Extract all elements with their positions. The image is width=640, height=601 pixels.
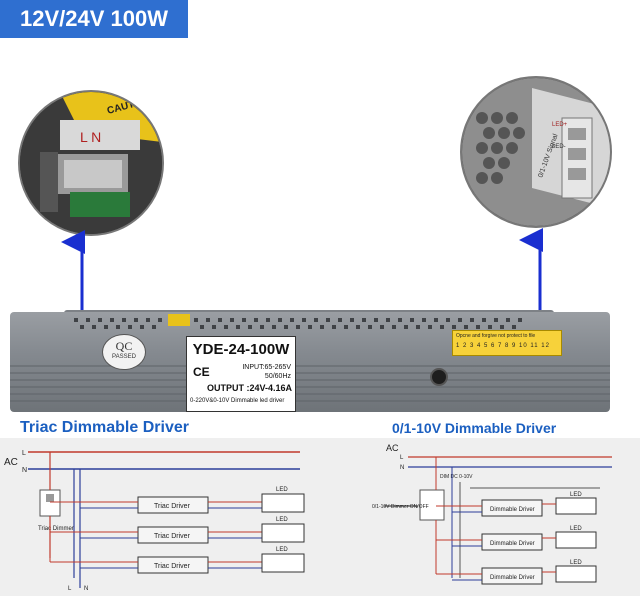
svg-text:Dimmable Driver: Dimmable Driver [490, 541, 535, 547]
sticker-warning: Opcne and forgive not protect to file [456, 333, 536, 339]
right-n-label: N [400, 465, 404, 471]
driver-description: 0-220V&0-10V Dimmable led driver [190, 398, 285, 404]
svg-text:LED: LED [276, 487, 288, 493]
terminal-sticker: Opcne and forgive not protect to file 1 … [452, 330, 562, 356]
wiring-diagrams: AC L N Triac Dimmer Triac Driver LED Tri… [4, 443, 612, 592]
dimmable-driver-1: Dimmable Driver LED [481, 492, 597, 517]
frequency-spec: 50/60Hz [264, 373, 291, 380]
right-ac-label: AC [386, 443, 399, 453]
input-spec: INPUT:65-265V [242, 364, 291, 371]
svg-text:Triac Driver: Triac Driver [154, 533, 191, 540]
ce-mark: CE [193, 365, 210, 379]
terminal-zoom-right-art: 0/1-10V Signal LED+ LED- [462, 78, 610, 226]
left-ac-label: AC [4, 457, 18, 468]
qc-passed-label: PASSED [112, 354, 136, 360]
svg-text:Dimmable Driver: Dimmable Driver [490, 575, 535, 581]
left-n-label: N [22, 467, 27, 474]
led-plus-label: LED+ [552, 122, 568, 128]
svg-text:LED: LED [276, 547, 288, 553]
svg-text:Dimmable Driver: Dimmable Driver [490, 507, 535, 513]
qc-label: QC [115, 339, 133, 353]
triac-dimmer-box [39, 489, 61, 517]
vent-holes [74, 314, 522, 329]
dim-label: DIM DC 0-10V [440, 474, 473, 480]
svg-text:Triac Driver: Triac Driver [154, 563, 191, 570]
triac-dimmer-label: Triac Dimmer [38, 526, 74, 532]
010v-dimmer-label: 0/1-10V Dimmer ON/OFF [372, 504, 429, 510]
svg-text:Triac Driver: Triac Driver [154, 503, 191, 510]
triac-driver-3: Triac Driver LED [137, 547, 305, 574]
output-spec: OUTPUT :24V-4.16A [207, 383, 293, 393]
led-minus-label: LED- [552, 144, 566, 150]
triac-driver-1: Triac Driver LED [137, 487, 305, 514]
model-number: YDE-24-100W [192, 341, 290, 358]
qc-passed-sticker: QC PASSED [102, 334, 146, 370]
terminal-letters: L N [80, 129, 101, 145]
heading-triac: Triac Dimmable Driver [20, 419, 189, 436]
left-bottom-l: L [68, 586, 72, 592]
dimmable-driver-3: Dimmable Driver LED [481, 560, 597, 585]
wiring-diagram-area: AC L N Triac Dimmer Triac Driver LED Tri… [0, 438, 640, 596]
pointer-arrows [61, 228, 543, 310]
svg-text:LED: LED [570, 560, 582, 566]
left-bottom-n: N [84, 586, 88, 592]
side-ribs [10, 365, 610, 402]
010v-dimmer-box [419, 489, 445, 521]
sticker-numbers: 1 2 3 4 5 6 7 8 9 10 11 12 [456, 343, 550, 349]
product-label: YDE-24-100W CE INPUT:65-265V 50/60Hz OUT… [186, 336, 296, 412]
product-banner: 12V/24V 100W [0, 0, 188, 38]
adjust-knob [430, 368, 448, 386]
triac-driver-2: Triac Driver LED [137, 517, 305, 544]
terminal-zoom-right: 0/1-10V Signal LED+ LED- [460, 76, 612, 228]
svg-text:LED: LED [570, 492, 582, 498]
right-l-label: L [400, 455, 404, 461]
svg-text:LED: LED [570, 526, 582, 532]
left-l-label: L [22, 450, 26, 457]
terminal-zoom-left: CAUTION L N [18, 90, 164, 236]
heading-010v: 0/1-10V Dimmable Driver [392, 420, 557, 436]
terminal-zoom-left-art: CAUTION L N [20, 92, 162, 234]
svg-text:LED: LED [276, 517, 288, 523]
dimmable-driver-2: Dimmable Driver LED [481, 526, 597, 551]
